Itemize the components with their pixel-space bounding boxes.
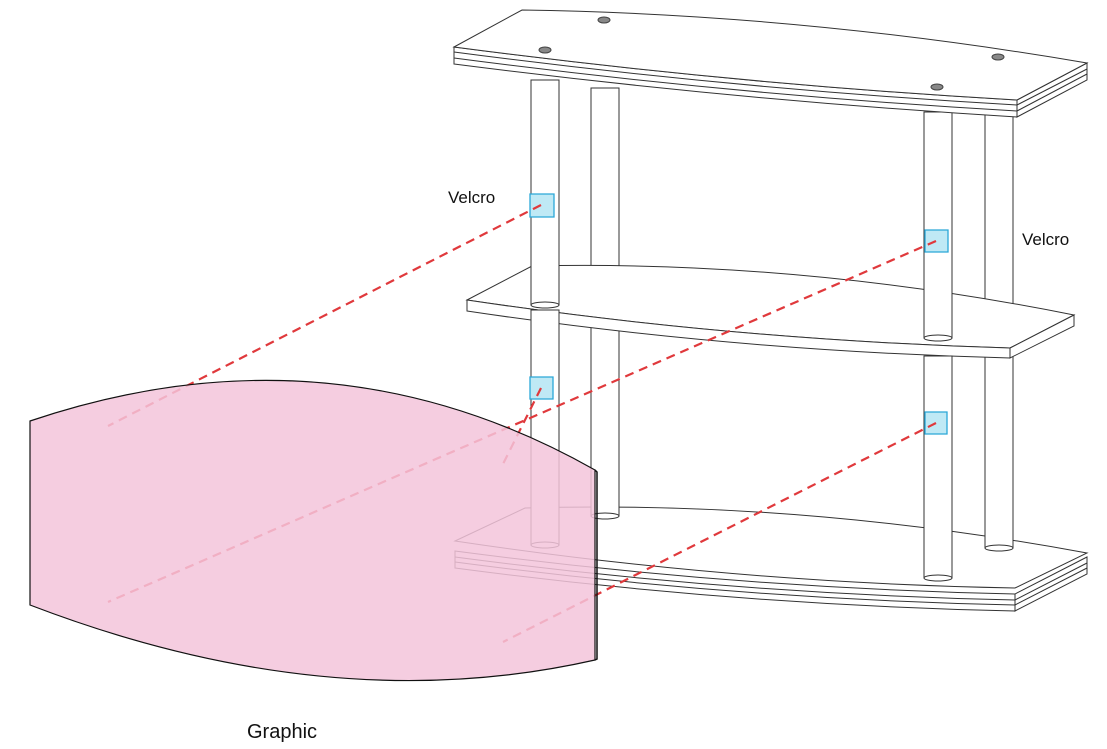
- graphic-panel: [29, 379, 598, 682]
- velcro-label-right: Velcro: [1022, 230, 1070, 249]
- top-shelf: [452, 9, 1089, 118]
- velcro-patch-bottom-left: [529, 376, 554, 400]
- velcro-label-left: Velcro: [448, 188, 496, 207]
- middle-shelf: [465, 264, 1076, 359]
- velcro-patch-top-left: [529, 193, 555, 218]
- velcro-patch-top-right: [924, 229, 949, 253]
- velcro-patches: [529, 193, 949, 435]
- back-posts: [590, 87, 1014, 552]
- top-shelf-holes: [538, 16, 1005, 91]
- graphic-label: Graphic: [247, 721, 318, 743]
